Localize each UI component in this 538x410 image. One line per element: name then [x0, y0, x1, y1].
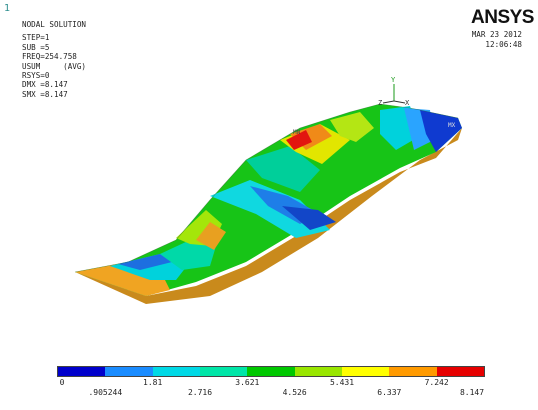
band-blue-left	[118, 254, 172, 270]
legend-label-bottom: 2.716	[187, 388, 213, 397]
max-marker-label: MX	[448, 122, 456, 129]
band-teal-center	[246, 146, 320, 192]
plate-edge	[75, 128, 462, 304]
band-blue-right	[420, 110, 462, 152]
legend-swatch	[58, 367, 106, 376]
band-red-max	[286, 130, 312, 150]
usum-line: USUM (AVG)	[22, 61, 87, 71]
solution-info-block: NODAL SOLUTION STEP=1 SUB =5 FREQ=254.75…	[22, 20, 86, 99]
legend-label-top: 7.242	[424, 378, 449, 387]
date-text: MAR 23 2012	[471, 30, 522, 39]
sub-line: SUB =5	[22, 42, 50, 52]
min-marker-label: MN	[293, 129, 301, 136]
coordinate-triad	[382, 84, 406, 104]
legend-swatch	[341, 367, 390, 376]
solution-title: NODAL SOLUTION	[22, 20, 87, 29]
ansys-logo-text: ANSYS	[471, 7, 534, 28]
window-number: 1	[4, 3, 11, 14]
legend-swatch	[436, 367, 484, 376]
triad-z-label: Z	[378, 99, 383, 107]
legend-label-bottom: .905244	[88, 388, 123, 397]
band-orange-mid	[196, 222, 226, 250]
legend-swatch	[389, 367, 437, 376]
triad-x-label: X	[405, 99, 410, 107]
legend-label-bottom: 6.337	[377, 388, 402, 397]
legend-label-top: 0	[59, 378, 65, 387]
legend-swatch	[294, 367, 342, 376]
legend-label-top: 3.621	[235, 378, 260, 387]
band-deepblue-center	[282, 206, 336, 230]
legend-swatch	[152, 367, 200, 376]
legend-label-bottom: 8.147	[459, 388, 485, 397]
band-teal-mid	[160, 240, 216, 270]
band-yellowgreen-upper	[330, 112, 374, 142]
legend-swatch	[247, 367, 295, 376]
timestamp-block: MAR 23 2012 12:06:48	[472, 30, 522, 50]
freq-line: FREQ=254.758	[22, 52, 77, 62]
legend-label-bottom: 4.526	[282, 388, 307, 397]
contour-legend-bar	[57, 366, 485, 377]
legend-label-top: 1.81	[143, 378, 163, 387]
legend-swatch	[199, 367, 248, 376]
legend-swatch	[105, 367, 153, 376]
step-line: STEP=1	[22, 33, 50, 43]
ansys-logo: ANSYS	[471, 7, 534, 29]
dmx-line: DMX =8.147	[22, 80, 68, 90]
legend-label-top: 5.431	[329, 378, 355, 387]
plate-outline	[74, 103, 459, 273]
rsys-line: RSYS=0	[22, 71, 50, 81]
smx-line: SMX =8.147	[22, 89, 68, 99]
triad-y-label: Y	[391, 76, 396, 84]
time-text: 12:06:48	[485, 40, 522, 49]
